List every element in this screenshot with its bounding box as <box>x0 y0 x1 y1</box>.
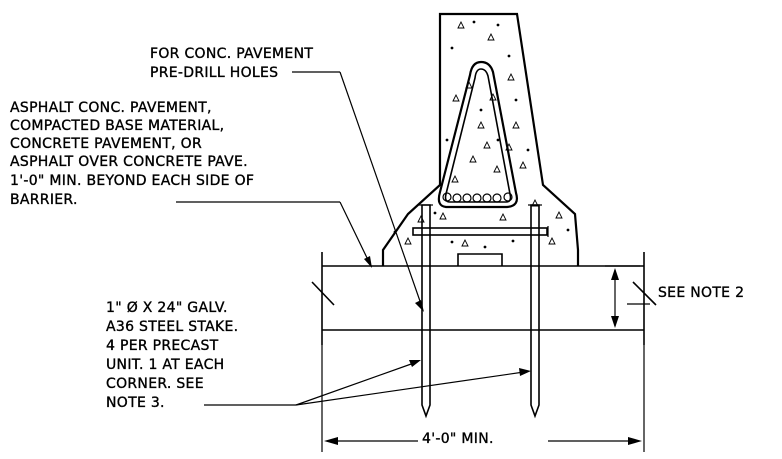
aggregate-triangle <box>452 93 460 102</box>
concrete-dots <box>393 20 570 249</box>
aggregate-triangle <box>457 20 465 29</box>
steel-stakes <box>419 204 542 419</box>
rebar-circle <box>503 192 513 202</box>
leader-stake-to-left <box>295 362 415 406</box>
aggregate-triangle <box>507 72 515 81</box>
aggregate-dot <box>496 23 500 27</box>
aggregate-triangle <box>461 238 469 247</box>
leader-base-diag <box>339 201 370 263</box>
aggregate-triangle <box>519 160 527 169</box>
steel-stake-right <box>530 204 540 419</box>
aggregate-dot <box>526 148 530 152</box>
pavement-section <box>311 252 657 345</box>
rebar-circle <box>462 193 472 203</box>
aggregate-triangle <box>499 212 507 221</box>
depth-arrow-bottom <box>611 316 619 328</box>
right-break-mark <box>632 281 657 306</box>
width-arrow-right <box>628 437 642 445</box>
rebar-cage-outer <box>437 60 519 209</box>
width-dimension-label: 4'-0" MIN. <box>422 431 494 447</box>
callout-line: BARRIER. <box>10 192 78 208</box>
aggregate-triangle <box>451 174 459 183</box>
aggregate-dot <box>566 228 570 232</box>
depth-arrow-top <box>611 268 619 280</box>
aggregate-dot <box>514 98 518 102</box>
rebar-circle <box>452 193 462 203</box>
see-note-2-label: SEE NOTE 2 <box>658 285 744 301</box>
rebar-circle <box>472 193 482 203</box>
aggregate-dot <box>450 240 454 244</box>
callout-line: FOR CONC. PAVEMENT <box>150 46 313 62</box>
rebar-circle <box>492 193 502 203</box>
aggregate-triangle <box>439 211 447 220</box>
aggregate-triangle <box>505 142 513 151</box>
aggregate-dot <box>472 20 476 24</box>
width-dimension <box>321 345 645 452</box>
width-arrow-left <box>324 437 338 445</box>
aggregate-dot <box>511 239 515 243</box>
aggregate-dot <box>483 245 487 249</box>
precast-barrier <box>381 12 580 266</box>
callout-line: ASPHALT CONC. PAVEMENT, <box>10 100 212 116</box>
aggregate-dot <box>450 46 454 50</box>
aggregate-triangle <box>493 164 501 173</box>
aggregate-triangle <box>487 32 495 41</box>
aggregate-triangle <box>555 210 563 219</box>
concrete-aggregate <box>404 20 563 247</box>
callout-line: 1" Ø X 24" GALV. <box>106 300 228 316</box>
base-slot <box>457 253 503 266</box>
callout-line: ASPHALT OVER CONCRETE PAVE. <box>10 154 248 170</box>
callout-pavement-holes: FOR CONC. PAVEMENT PRE-DRILL HOLES <box>150 46 313 81</box>
aggregate-triangle <box>477 120 485 129</box>
callout-line: A36 STEEL STAKE. <box>106 319 238 335</box>
tie-bar <box>412 227 548 236</box>
aggregate-triangle <box>512 120 520 129</box>
aggregate-triangle <box>489 92 497 101</box>
callout-line: CORNER. SEE <box>106 376 204 392</box>
callout-line: COMPACTED BASE MATERIAL, <box>10 118 224 134</box>
callout-line: 4 PER PRECAST <box>106 338 219 354</box>
aggregate-dot <box>507 54 511 58</box>
leader-stake-arrow-right <box>519 368 531 376</box>
aggregate-triangle <box>483 140 491 149</box>
leader-predrill-arrow <box>415 300 424 312</box>
callout-line: CONCRETE PAVEMENT, OR <box>10 136 202 152</box>
leader-predrill-diag <box>339 71 422 305</box>
aggregate-dot <box>479 108 483 112</box>
callout-line: UNIT. 1 AT EACH <box>106 357 224 373</box>
aggregate-triangle <box>404 236 412 245</box>
aggregate-triangle <box>465 80 473 89</box>
callout-base-material: ASPHALT CONC. PAVEMENT, COMPACTED BASE M… <box>10 100 254 208</box>
aggregate-triangle <box>469 154 477 163</box>
aggregate-dot <box>496 138 500 142</box>
callout-line: NOTE 3. <box>106 395 165 411</box>
leader-lines <box>176 71 531 406</box>
depth-dimension <box>605 265 650 328</box>
leader-stake-to-right <box>295 371 525 406</box>
aggregate-triangle <box>531 198 539 207</box>
aggregate-dot <box>433 211 437 215</box>
rebar-circle <box>482 193 492 203</box>
leader-stake-arrow-left <box>409 360 421 367</box>
aggregate-triangle <box>548 236 556 245</box>
aggregate-triangle <box>417 214 425 223</box>
dimension-label-bg <box>418 428 548 446</box>
leader-base-arrow <box>364 256 372 268</box>
callout-steel-stake: 1" Ø X 24" GALV. A36 STEEL STAKE. 4 PER … <box>106 300 238 411</box>
aggregate-dot <box>445 138 449 142</box>
callout-line: PRE-DRILL HOLES <box>150 65 278 81</box>
left-break-mark <box>311 281 335 306</box>
callout-line: 1'-0" MIN. BEYOND EACH SIDE OF <box>10 173 254 189</box>
rebar-circle <box>442 192 452 202</box>
